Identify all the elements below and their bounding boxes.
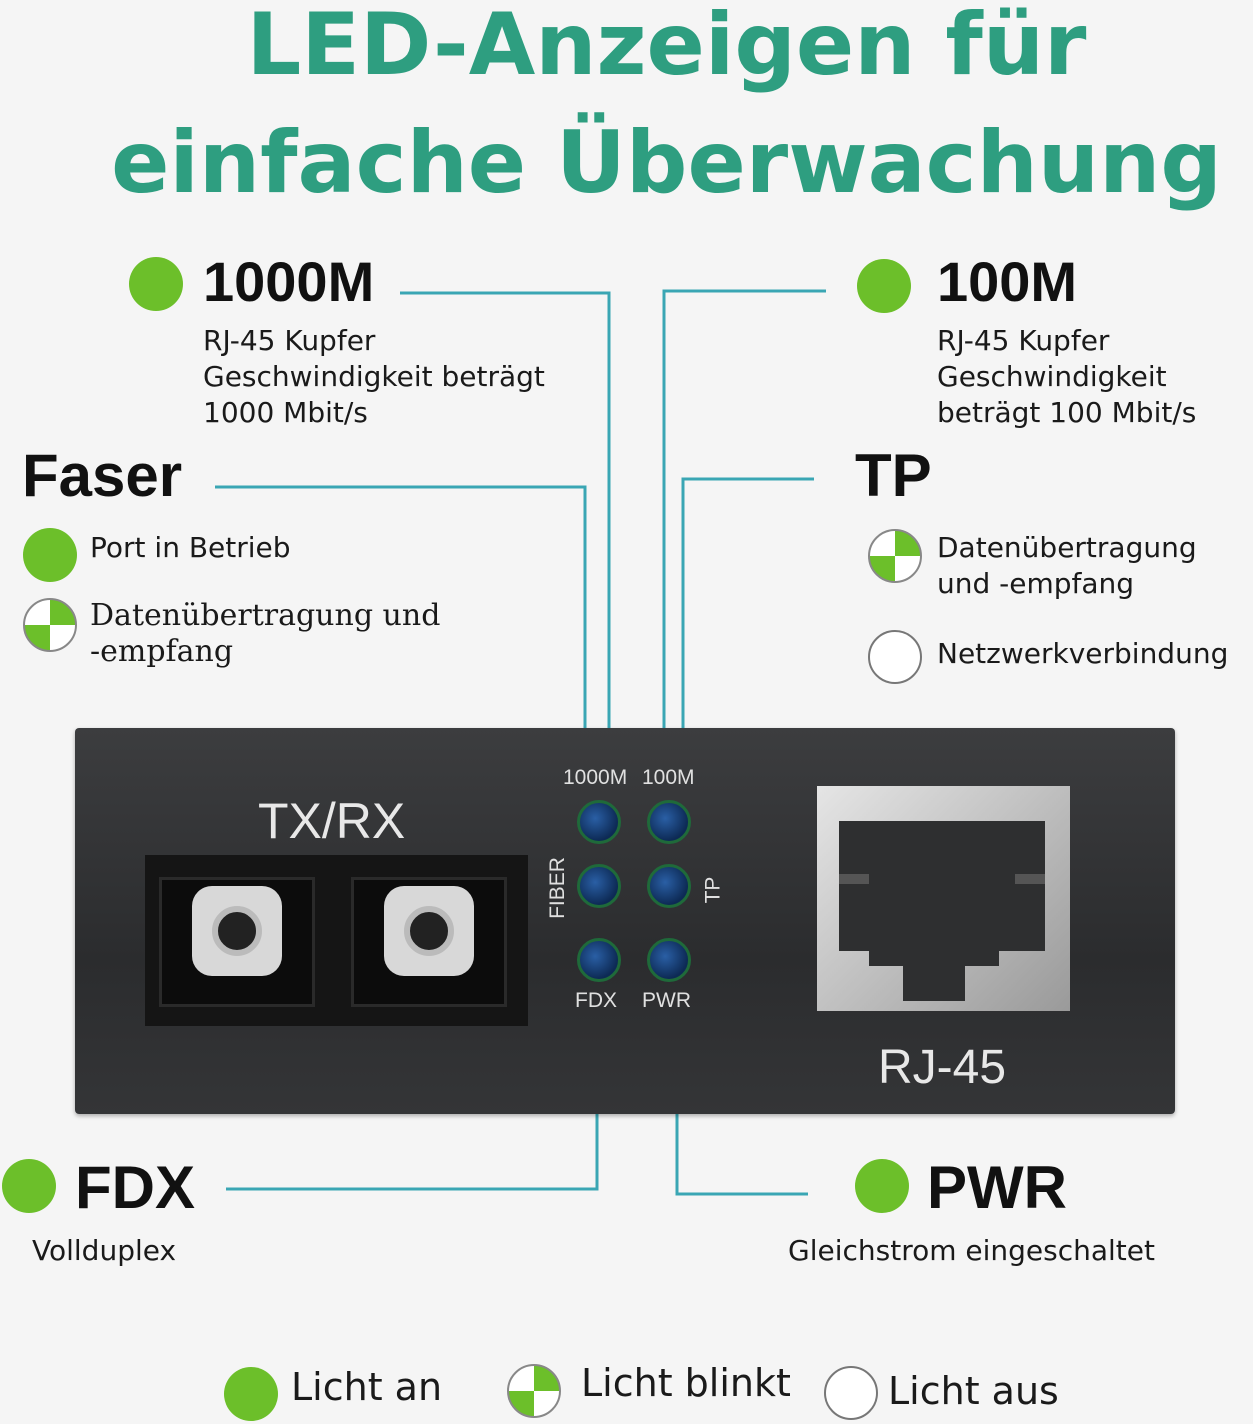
led-label-fiber: FIBER [545, 857, 569, 919]
legend-tp-item2: Netzwerkverbindung [937, 637, 1229, 670]
legend-fdx-desc: Vollduplex [32, 1234, 177, 1267]
status-blink-dot-icon [868, 529, 922, 583]
key-blink-dot-icon [507, 1364, 561, 1418]
led-tp [647, 864, 691, 908]
rj45-socket-icon [839, 821, 1045, 1001]
sc-port-label: TX/RX [258, 793, 406, 849]
sc-fiber-port [145, 855, 528, 1026]
legend-tp-title: TP [855, 442, 932, 509]
led-fdx [577, 938, 621, 982]
key-on-dot-icon [224, 1367, 278, 1421]
rj45-label: RJ-45 [878, 1041, 1007, 1094]
led-100m [647, 800, 691, 844]
legend-faser-title: Faser [22, 442, 183, 509]
legend-100m-title: 100M [937, 250, 1078, 313]
legend-1000m-desc: RJ-45 Kupfer Geschwindigkeit beträgt 100… [203, 324, 545, 429]
status-off-dot-icon [868, 630, 922, 684]
status-on-dot-icon [2, 1159, 56, 1213]
key-off-dot-icon [824, 1366, 878, 1420]
status-on-dot-icon [129, 257, 183, 311]
legend-100m-desc: RJ-45 Kupfer Geschwindigkeit beträgt 100… [937, 324, 1197, 429]
key-blink-label: Licht blinkt [581, 1361, 791, 1405]
legend-faser-item2: Datenübertragung und -empfang [90, 598, 441, 669]
led-fiber [577, 864, 621, 908]
led-label-pwr: PWR [642, 989, 691, 1012]
legend-1000m-title: 1000M [203, 250, 375, 313]
led-label-tp: TP [701, 876, 725, 904]
ferrule-icon [192, 886, 282, 976]
led-1000m [577, 800, 621, 844]
sc-port-left [159, 877, 315, 1007]
page-title-line2: einfache Überwachung [111, 113, 1222, 213]
legend-pwr-title: PWR [927, 1154, 1067, 1221]
legend-fdx-title: FDX [75, 1154, 195, 1221]
legend-faser-item1: Port in Betrieb [90, 531, 291, 564]
led-label-fdx: FDX [575, 989, 617, 1012]
ferrule-icon [384, 886, 474, 976]
led-label-100m: 100M [642, 766, 695, 789]
status-on-dot-icon [855, 1159, 909, 1213]
status-on-dot-icon [857, 259, 911, 313]
led-pwr [647, 938, 691, 982]
key-off-label: Licht aus [888, 1369, 1059, 1413]
page-title-line1: LED-Anzeigen für [246, 0, 1087, 95]
key-on-label: Licht an [291, 1365, 443, 1409]
rj45-port [817, 786, 1070, 1011]
status-blink-dot-icon [23, 598, 77, 652]
sc-port-right [351, 877, 507, 1007]
legend-tp-item1: Datenübertragung und -empfang [937, 531, 1197, 600]
legend-pwr-desc: Gleichstrom eingeschaltet [788, 1234, 1155, 1267]
status-on-dot-icon [23, 528, 77, 582]
led-label-1000m: 1000M [563, 766, 628, 789]
